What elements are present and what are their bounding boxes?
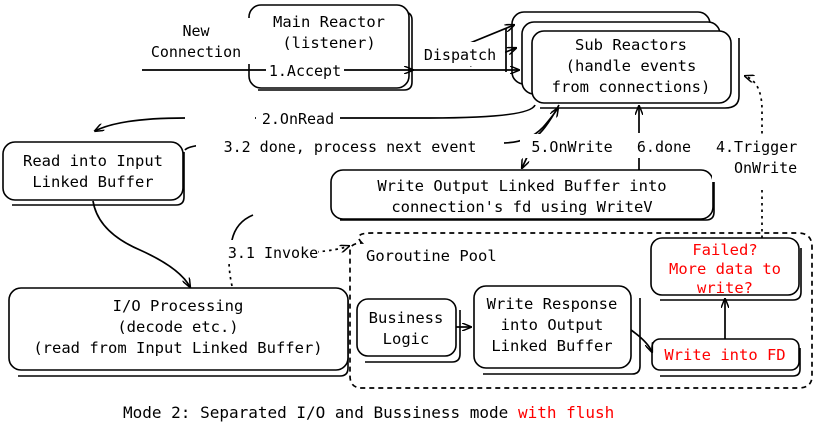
failed-check-line3: write? bbox=[697, 279, 753, 297]
done-next-event-label: 3.2 done, process next event bbox=[224, 138, 477, 156]
write-response-line1: Write Response bbox=[487, 295, 618, 313]
sub-reactors-line2: (handle events bbox=[566, 57, 697, 75]
edge-invoke bbox=[228, 214, 349, 287]
dispatch-label: Dispatch bbox=[424, 46, 496, 64]
svg-text:Mode 2: Separated I/O and Buss: Mode 2: Separated I/O and Bussiness mode… bbox=[123, 403, 614, 422]
write-output-line1: Write Output Linked Buffer into bbox=[377, 177, 666, 195]
edge-trigger-on-write bbox=[745, 76, 763, 238]
io-processing-line2: (decode etc.) bbox=[117, 318, 238, 336]
read-input-line2: Linked Buffer bbox=[32, 173, 153, 191]
io-processing-line3: (read from Input Linked Buffer) bbox=[33, 339, 322, 357]
edge-response-to-fd bbox=[630, 329, 652, 352]
business-logic-node[interactable]: Business Logic bbox=[356, 298, 461, 363]
write-response-line3: Linked Buffer bbox=[491, 337, 612, 355]
business-logic-line1: Business bbox=[369, 309, 444, 327]
read-input-buffer-node[interactable]: Read into Input Linked Buffer bbox=[2, 141, 185, 206]
edge-label-dispatch: Dispatch bbox=[415, 42, 505, 66]
main-reactor-line1: Main Reactor bbox=[273, 13, 385, 31]
on-read-label: 2.OnRead bbox=[262, 110, 334, 128]
trigger-on-write-line2: OnWrite bbox=[734, 159, 797, 177]
write-output-buffer-node[interactable]: Write Output Linked Buffer into connecti… bbox=[330, 169, 715, 221]
caption-red-text: with flush bbox=[518, 403, 614, 422]
new-connection-line2: Connection bbox=[151, 43, 241, 61]
sub-reactors-line3: from connections) bbox=[552, 78, 711, 96]
edge-label-invoke: 3.1 Invoke bbox=[228, 240, 318, 264]
sub-reactors-line1: Sub Reactors bbox=[575, 36, 687, 54]
caption: Mode 2: Separated I/O and Bussiness mode… bbox=[123, 403, 614, 422]
write-response-line2: into Output bbox=[501, 316, 604, 334]
new-connection-line1: New bbox=[182, 22, 210, 40]
main-reactor-line2: (listener) bbox=[282, 34, 375, 52]
read-input-line1: Read into Input bbox=[23, 152, 163, 170]
caption-black-text: Mode 2: Separated I/O and Bussiness mode bbox=[123, 403, 518, 422]
invoke-label: 3.1 Invoke bbox=[228, 244, 318, 262]
edge-label-on-write: 5.OnWrite bbox=[520, 134, 624, 158]
failed-check-node[interactable]: Failed? More data to write? bbox=[650, 237, 802, 301]
write-output-line2: connection's fd using WriteV bbox=[391, 198, 652, 216]
edge-label-trigger-on-write: 4.Trigger OnWrite bbox=[712, 134, 816, 182]
done-label: 6.done bbox=[637, 138, 691, 156]
sub-reactors-node[interactable]: Sub Reactors (handle events from connect… bbox=[511, 11, 740, 109]
write-response-node[interactable]: Write Response into Output Linked Buffer bbox=[473, 285, 641, 375]
trigger-on-write-line1: 4.Trigger bbox=[716, 138, 797, 156]
business-logic-line2: Logic bbox=[383, 330, 430, 348]
edge-label-on-read: 2.OnRead bbox=[256, 107, 340, 129]
edge-label-done: 6.done bbox=[625, 134, 703, 158]
edge-label-new-connection: New Connection bbox=[140, 18, 252, 64]
accept-label: 1.Accept bbox=[269, 62, 341, 80]
write-into-fd-line1: Write into FD bbox=[664, 346, 785, 364]
io-processing-node[interactable]: I/O Processing (decode etc.) (read from … bbox=[8, 287, 349, 377]
failed-check-line1: Failed? bbox=[692, 241, 757, 259]
edge-read-to-io bbox=[92, 200, 190, 287]
edge-label-done-next-event: 3.2 done, process next event bbox=[196, 134, 504, 158]
on-write-label: 5.OnWrite bbox=[531, 138, 612, 156]
io-processing-line1: I/O Processing bbox=[113, 297, 244, 315]
failed-check-line2: More data to bbox=[669, 260, 781, 278]
write-into-fd-node[interactable]: Write into FD bbox=[651, 338, 801, 377]
edge-label-accept: 1.Accept bbox=[266, 59, 344, 81]
goroutine-pool-title: Goroutine Pool bbox=[366, 247, 497, 265]
